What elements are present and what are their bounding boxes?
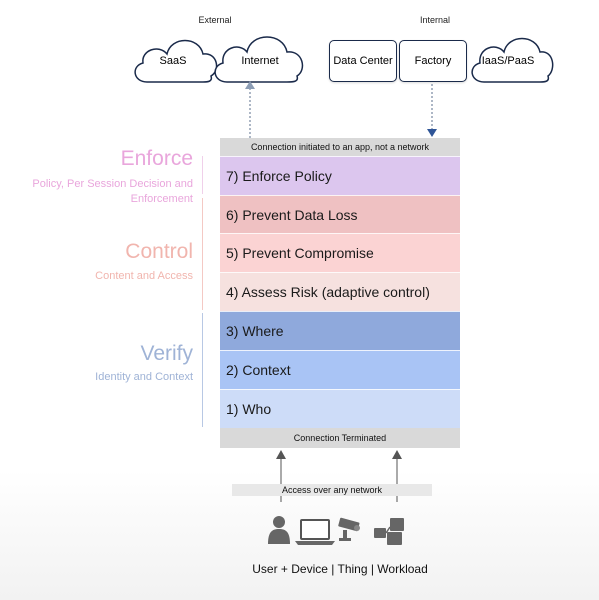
- iaas-paas-label: IaaS/PaaS: [481, 55, 535, 67]
- factory-box: Factory: [399, 40, 467, 82]
- network-band: [232, 484, 432, 496]
- enforce-divider: [202, 156, 203, 194]
- up-arrow-to-internet-icon: [245, 81, 255, 138]
- enforce-title: Enforce: [120, 147, 193, 170]
- layer-4-assess-risk: 4) Assess Risk (adaptive control): [220, 272, 460, 311]
- data-center-box: Data Center: [329, 40, 397, 82]
- down-arrow-from-factory-icon: [427, 84, 437, 137]
- control-divider: [202, 198, 203, 310]
- internet-label: Internet: [241, 55, 279, 67]
- enforce-subtitle-line1: Policy, Per Session Decision and: [32, 178, 193, 190]
- internal-group-label: Internal: [419, 15, 451, 25]
- layer-5-prevent-compromise: 5) Prevent Compromise: [220, 233, 460, 272]
- internet-cloud-icon: [214, 36, 304, 83]
- connector-arrows: [245, 81, 437, 138]
- connection-initiated-banner: Connection initiated to an app, not a ne…: [220, 138, 460, 156]
- saas-cloud-icon: [134, 39, 218, 83]
- control-title: Control: [125, 240, 193, 263]
- iaas-cloud-icon: [471, 37, 554, 83]
- factory-label: Factory: [414, 55, 452, 67]
- layer-3-where: 3) Where: [220, 311, 460, 350]
- external-group-label: External: [198, 15, 232, 25]
- laptop-icon: [295, 519, 335, 545]
- endpoint-icons: [268, 516, 404, 545]
- layer-1-who: 1) Who: [220, 389, 460, 428]
- data-center-label: Data Center: [333, 55, 393, 67]
- verify-subtitle: Identity and Context: [95, 371, 193, 383]
- camera-icon: [338, 517, 360, 541]
- user-icon: [268, 516, 290, 544]
- enforce-subtitle-line2: Enforcement: [130, 193, 193, 205]
- control-subtitle: Content and Access: [95, 270, 193, 282]
- connection-terminated-banner: Connection Terminated: [220, 428, 460, 448]
- layer-6-prevent-data-loss: 6) Prevent Data Loss: [220, 195, 460, 233]
- layer-2-context: 2) Context: [220, 350, 460, 389]
- external-clouds: [134, 36, 304, 83]
- verify-title: Verify: [140, 342, 193, 365]
- endpoints-caption: User + Device | Thing | Workload: [252, 562, 428, 576]
- workload-icon: [374, 518, 404, 545]
- layer-7-enforce-policy: 7) Enforce Policy: [220, 156, 460, 195]
- verify-divider: [202, 313, 203, 427]
- access-over-network-label: Access over any network: [281, 485, 383, 495]
- saas-label: SaaS: [159, 55, 187, 67]
